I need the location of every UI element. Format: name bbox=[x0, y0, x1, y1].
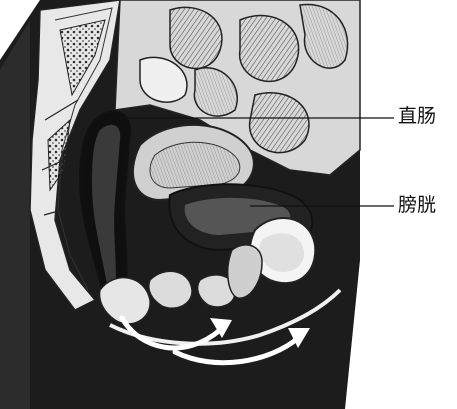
rectum-label: 直肠 bbox=[398, 107, 436, 126]
bladder-label: 膀胱 bbox=[398, 196, 436, 215]
